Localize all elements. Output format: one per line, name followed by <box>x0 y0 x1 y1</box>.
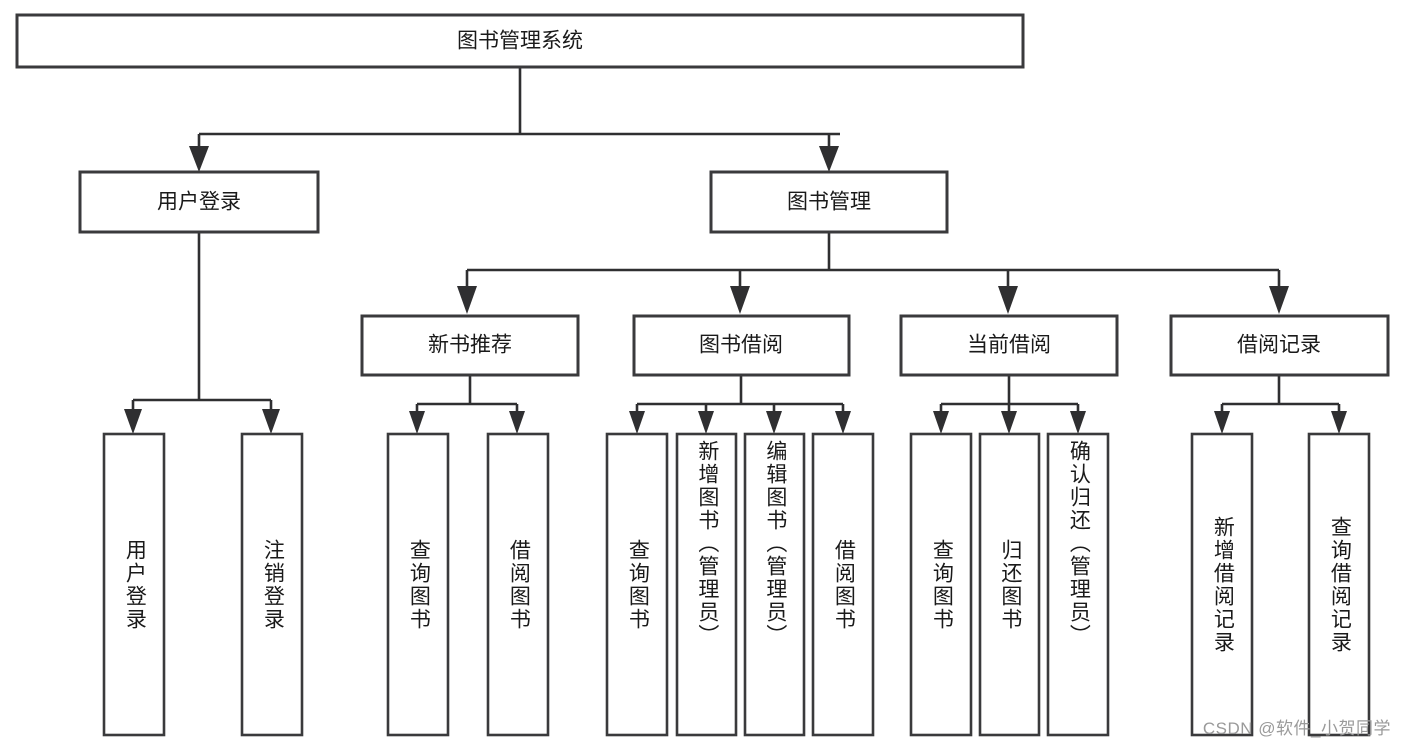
node-current-borrow-label: 当前借阅 <box>967 334 1051 357</box>
node-new-book-recommend-label: 新书推荐 <box>428 334 512 357</box>
leaf-box-newbook-2[interactable] <box>486 432 550 737</box>
leaf-box-borrowrecord-2[interactable] <box>1307 432 1371 737</box>
leaf-box-bookborrow-3[interactable] <box>743 432 806 737</box>
leaf-box-bookborrow-4[interactable] <box>811 432 875 737</box>
node-book-borrow[interactable]: 图书借阅 <box>632 314 851 377</box>
leaf-box-bookborrow-1[interactable] <box>605 432 669 737</box>
node-book-borrow-label: 图书借阅 <box>699 334 783 357</box>
leaf-box-newbook-1[interactable] <box>386 432 450 737</box>
connector-bookmgmt-to-level3 <box>457 232 1289 314</box>
node-user-login[interactable]: 用户登录 <box>78 170 320 234</box>
connector-bookborrow-to-leaves <box>629 375 851 434</box>
leaf-box-currentborrow-1[interactable] <box>909 432 973 737</box>
connector-newbook-to-leaves <box>409 375 525 434</box>
leaf-box-bookborrow-2[interactable] <box>675 432 738 737</box>
leaf-box-borrowrecord-1[interactable] <box>1190 432 1254 737</box>
connector-root-to-level2 <box>189 67 840 172</box>
node-new-book-recommend[interactable]: 新书推荐 <box>360 314 580 377</box>
connector-userlogin-to-leaves <box>124 232 280 434</box>
connector-borrowrecord-to-leaves <box>1214 375 1347 434</box>
leaf-box-currentborrow-3[interactable] <box>1046 432 1110 737</box>
node-borrow-record-label: 借阅记录 <box>1237 334 1321 357</box>
connector-currentborrow-to-leaves <box>933 375 1086 434</box>
node-current-borrow[interactable]: 当前借阅 <box>899 314 1119 377</box>
node-root-label: 图书管理系统 <box>457 30 583 53</box>
node-user-login-label: 用户登录 <box>157 191 241 214</box>
leaf-box-user-login-1[interactable] <box>102 432 166 737</box>
node-root[interactable]: 图书管理系统 <box>15 13 1025 69</box>
node-borrow-record[interactable]: 借阅记录 <box>1169 314 1390 377</box>
leaf-box-user-login-2[interactable] <box>240 432 304 737</box>
node-book-management[interactable]: 图书管理 <box>709 170 949 234</box>
leaf-box-currentborrow-2[interactable] <box>978 432 1041 737</box>
node-book-management-label: 图书管理 <box>787 191 871 214</box>
